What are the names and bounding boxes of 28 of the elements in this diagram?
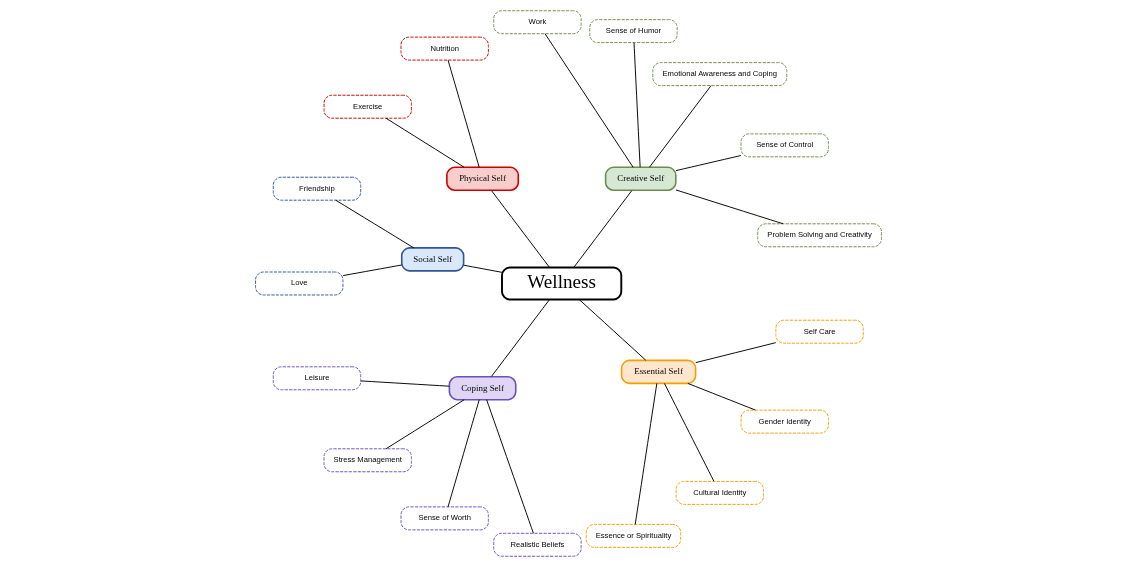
node-box: Wellness xyxy=(501,266,623,301)
node-box: Coping Self xyxy=(448,375,517,401)
connector xyxy=(490,190,550,268)
node-box: Physical Self xyxy=(446,166,520,192)
connector xyxy=(633,42,641,168)
connector xyxy=(675,155,742,172)
connector xyxy=(634,382,658,525)
node-box: Essential Self xyxy=(620,359,697,385)
connector xyxy=(664,383,715,482)
connector xyxy=(360,380,450,387)
connector xyxy=(463,264,503,273)
connector xyxy=(695,342,777,364)
connector xyxy=(486,399,534,534)
connector xyxy=(385,117,465,168)
connector xyxy=(675,189,784,225)
connector xyxy=(447,399,480,508)
node-box: Creative Self xyxy=(604,166,677,192)
node-box: Social Self xyxy=(400,247,465,272)
connector xyxy=(335,199,415,249)
connector xyxy=(649,85,712,168)
connector xyxy=(573,190,633,268)
connector xyxy=(385,399,465,450)
connector xyxy=(342,264,403,277)
connector xyxy=(447,59,480,168)
connector xyxy=(490,299,550,377)
connector xyxy=(687,382,756,411)
connector xyxy=(578,299,647,361)
connector xyxy=(544,33,634,168)
